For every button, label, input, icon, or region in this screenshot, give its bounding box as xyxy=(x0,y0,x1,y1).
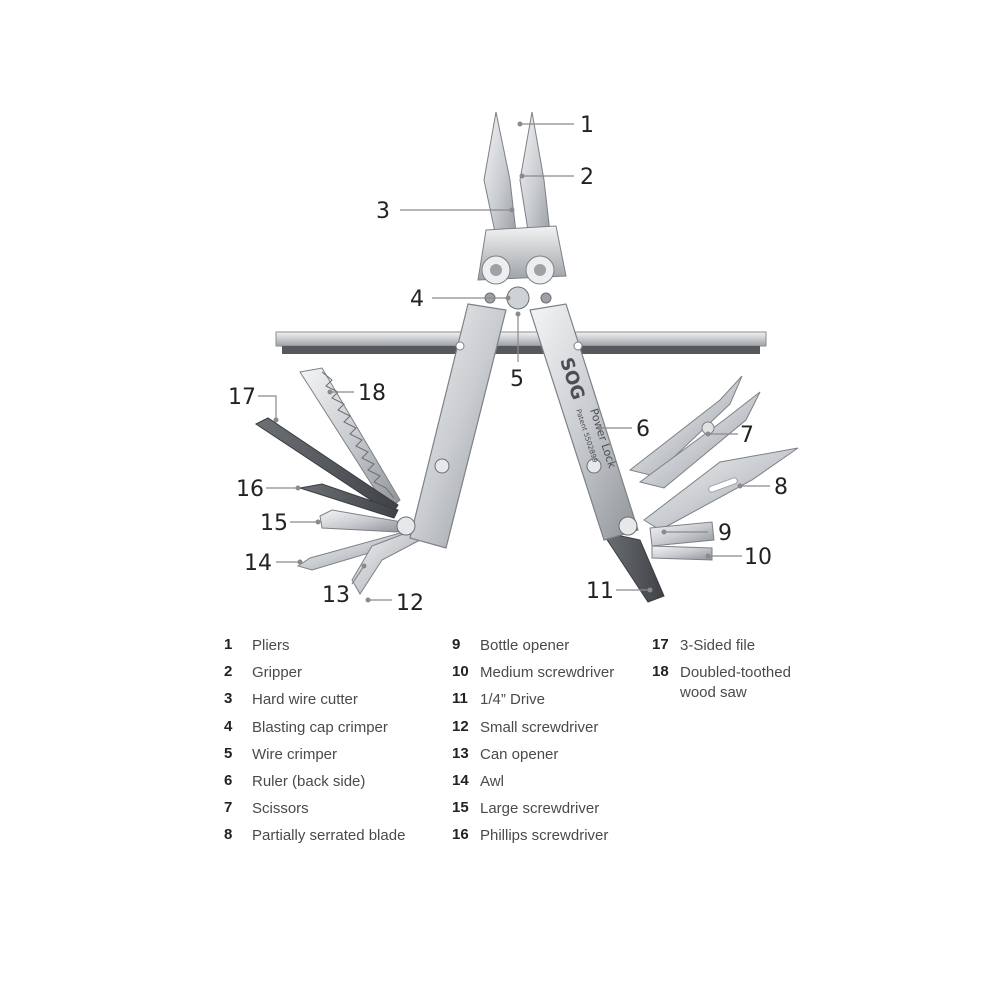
multitool-diagram: SOG Power Lock Patent 5502899 xyxy=(228,111,799,616)
callout-6: 6 xyxy=(636,417,650,442)
legend-number: 7 xyxy=(224,799,233,817)
legend-number: 8 xyxy=(224,826,233,844)
legend-item: 14 Awl xyxy=(452,772,614,799)
callout-9: 9 xyxy=(718,521,732,546)
legend-number: 5 xyxy=(224,744,233,762)
legend-column-1: 1 Pliers 2 Gripper 3 Hard wire cutter 4 Blas… xyxy=(224,636,405,854)
legend-item: 4 Blasting cap crimper xyxy=(224,718,405,745)
legend-column-3: 17 3-Sided file 18 Doubled-toothed wood sa… xyxy=(652,636,810,701)
callout-3: 3 xyxy=(376,199,390,224)
callout-numbers: 1 2 3 4 5 6 7 8 9 10 11 12 13 14 15 16 1… xyxy=(228,113,788,616)
callout-7: 7 xyxy=(740,423,754,448)
legend-label: 3-Sided file xyxy=(680,637,756,654)
legend-item: 15 Large screwdriver xyxy=(452,799,614,826)
callout-5: 5 xyxy=(510,367,524,392)
legend-item: 17 3-Sided file xyxy=(652,636,810,663)
legend-item: 2 Gripper xyxy=(224,663,405,690)
legend-item: 5 Wire crimper xyxy=(224,745,405,772)
legend-label: Partially serrated blade xyxy=(252,827,406,845)
legend-item: 12 Small screwdriver xyxy=(452,718,614,745)
callout-11: 11 xyxy=(586,579,614,604)
legend-column-2: 9 Bottle opener 10 Medium screwdriver 11 1/… xyxy=(452,636,614,854)
legend-number: 13 xyxy=(452,744,469,762)
legend-item: 3 Hard wire cutter xyxy=(224,690,405,717)
ruler-bar xyxy=(275,331,767,354)
legend-number: 1 xyxy=(224,636,233,653)
legend-label: Hard wire cutter xyxy=(252,691,358,709)
callout-13: 13 xyxy=(322,583,350,608)
callout-16: 16 xyxy=(236,477,264,502)
callout-2: 2 xyxy=(580,165,594,190)
legend-label: Bottle opener xyxy=(480,637,570,654)
legend-label: Medium screwdriver xyxy=(480,664,615,682)
legend-item: 7 Scissors xyxy=(224,799,405,826)
legend-number: 14 xyxy=(452,771,469,789)
legend-number: 4 xyxy=(224,717,233,735)
legend-label: Awl xyxy=(480,772,504,790)
legend-label: Can opener xyxy=(480,745,559,763)
legend-label: Ruler (back side) xyxy=(252,772,366,790)
callout-17: 17 xyxy=(228,385,256,410)
legend-label: Scissors xyxy=(252,800,309,818)
legend-number: 11 xyxy=(452,690,468,708)
legend-number: 3 xyxy=(224,690,233,708)
legend-number: 12 xyxy=(452,717,469,735)
legend-label: Large screwdriver xyxy=(480,800,600,818)
legend-label: Pliers xyxy=(252,637,290,654)
legend-label: Wire crimper xyxy=(252,745,337,763)
callout-18: 18 xyxy=(358,381,386,406)
legend-item: 10 Medium screwdriver xyxy=(452,663,614,690)
callout-14: 14 xyxy=(244,551,272,576)
legend-label: 1/4” Drive xyxy=(480,691,546,709)
callout-4: 4 xyxy=(410,287,424,312)
callout-1: 1 xyxy=(580,113,594,138)
legend-item: 6 Ruler (back side) xyxy=(224,772,405,799)
callout-10: 10 xyxy=(744,545,772,570)
legend-label: Blasting cap crimper xyxy=(252,718,388,736)
right-tools xyxy=(600,375,799,603)
legend-item: 1 Pliers xyxy=(224,636,405,663)
legend-number: 2 xyxy=(224,663,233,681)
legend-item: 13 Can opener xyxy=(452,745,614,772)
callout-8: 8 xyxy=(774,475,788,500)
legend-item: 18 Doubled-toothed wood saw xyxy=(652,663,810,701)
legend-number: 18 xyxy=(652,663,669,681)
leader-lines xyxy=(258,121,770,603)
legend-number: 6 xyxy=(224,771,233,789)
pliers-jaws xyxy=(477,111,567,310)
legend-label: Small screwdriver xyxy=(480,718,599,736)
legend-item: 8 Partially serrated blade xyxy=(224,826,405,853)
legend-item: 16 Phillips screwdriver xyxy=(452,826,614,853)
left-tools xyxy=(255,367,421,595)
callout-15: 15 xyxy=(260,511,288,536)
legend-number: 15 xyxy=(452,799,469,817)
legend-number: 16 xyxy=(452,826,469,844)
legend-item: 9 Bottle opener xyxy=(452,636,614,663)
legend-item: 11 1/4” Drive xyxy=(452,690,614,717)
legend-label: Doubled-toothed wood saw xyxy=(680,664,791,702)
callout-12: 12 xyxy=(396,591,424,616)
legend-number: 17 xyxy=(652,636,669,653)
legend-number: 10 xyxy=(452,663,469,681)
legend-label: Gripper xyxy=(252,664,303,682)
legend-number: 9 xyxy=(452,636,461,653)
legend-label: Phillips screwdriver xyxy=(480,827,609,845)
pliers-handles: SOG Power Lock Patent 5502899 xyxy=(396,303,639,549)
